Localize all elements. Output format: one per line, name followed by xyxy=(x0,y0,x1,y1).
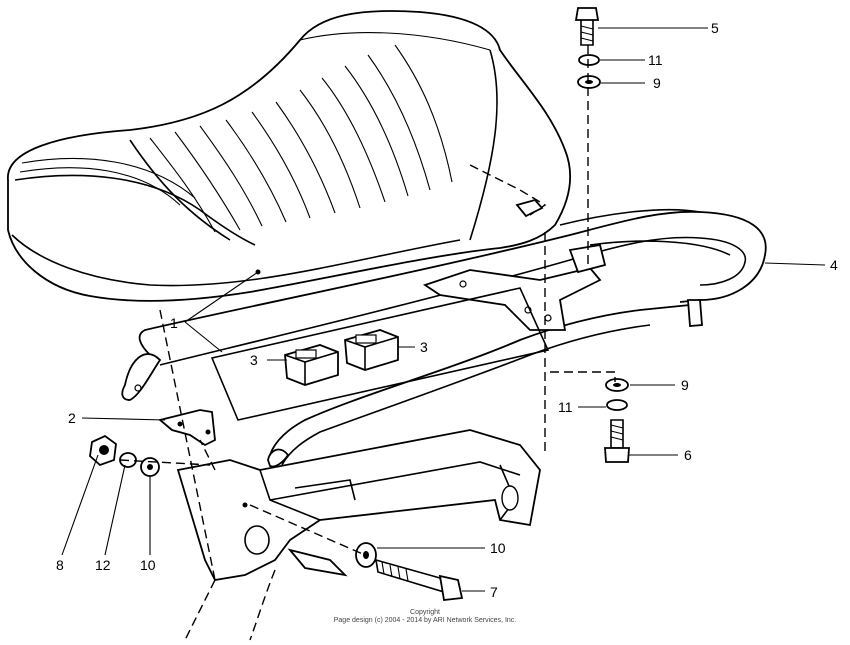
leader-lines xyxy=(61,27,826,592)
callout-4: 4 xyxy=(830,257,838,273)
frame-section xyxy=(176,429,541,581)
assembly-lines xyxy=(119,45,616,581)
callout-7: 7 xyxy=(490,584,498,600)
rubber-cushion-right xyxy=(344,329,399,371)
callout-10-right: 10 xyxy=(490,540,506,556)
callout-11-top: 11 xyxy=(648,52,663,68)
callout-9-bottom: 9 xyxy=(681,377,689,393)
callout-11-bottom: 11 xyxy=(558,399,573,415)
callout-5: 5 xyxy=(711,20,719,36)
washer-10-left xyxy=(140,457,160,477)
seat xyxy=(7,10,572,302)
bolt-7 xyxy=(375,558,464,601)
bolt-5 xyxy=(574,7,600,46)
callout-3-right: 3 xyxy=(420,339,428,355)
callout-1: 1 xyxy=(170,315,178,331)
callout-3-left: 3 xyxy=(250,352,258,368)
washer-9-top xyxy=(577,75,601,89)
lock-washer-11-top xyxy=(578,54,600,66)
callout-8: 8 xyxy=(56,557,64,573)
copyright-notice: Page design (c) 2004 - 2014 by ARI Netwo… xyxy=(333,617,517,624)
grab-rail xyxy=(121,208,767,468)
washer-9-bottom xyxy=(605,378,629,392)
copyright-label: Copyright xyxy=(410,609,440,616)
callout-12: 12 xyxy=(95,557,111,573)
rubber-cushion-left xyxy=(284,344,339,386)
lock-washer-11-bottom xyxy=(606,399,628,411)
callout-10-left: 10 xyxy=(140,557,156,573)
callout-6: 6 xyxy=(684,447,692,463)
hinge-bracket xyxy=(158,409,216,447)
washer-10-right xyxy=(355,542,377,568)
callout-2: 2 xyxy=(68,410,76,426)
callout-9-top: 9 xyxy=(653,75,661,91)
bolt-6 xyxy=(604,419,630,463)
nut-8 xyxy=(89,434,117,467)
inset-box xyxy=(210,287,550,421)
